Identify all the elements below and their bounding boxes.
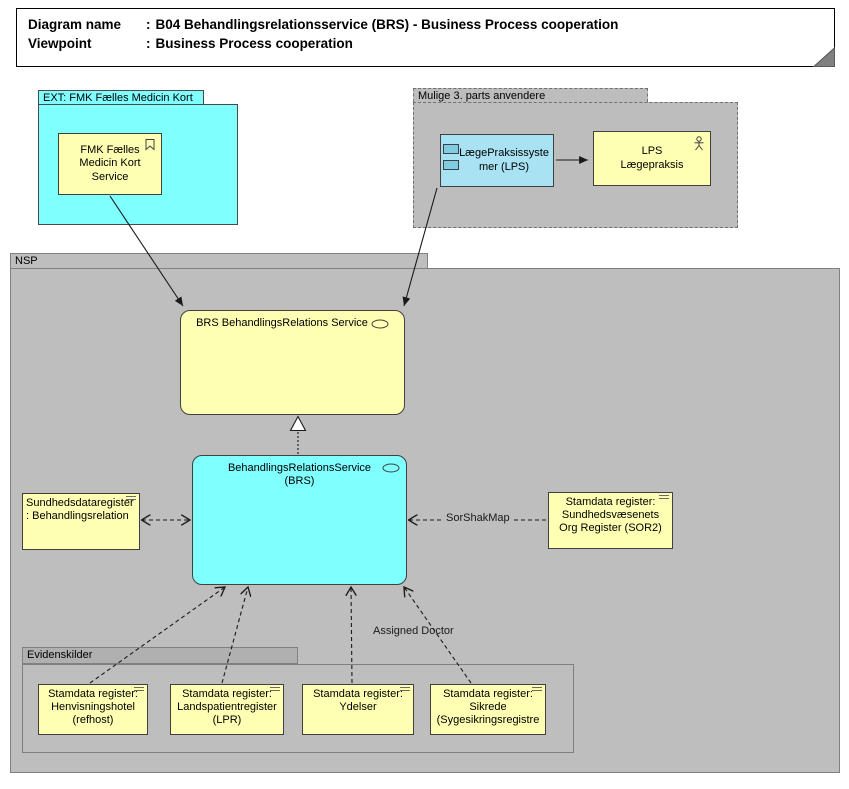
object-icon (400, 687, 410, 693)
register-henvisningshotel[interactable]: Stamdata register: Henvisningshotel (ref… (38, 684, 148, 735)
register-sor2[interactable]: Stamdata register: Sundhedsvæsenets Org … (548, 492, 673, 549)
register-landspatientregister[interactable]: Stamdata register: Landspatientregister … (170, 684, 284, 735)
object-icon (659, 495, 669, 501)
group-evidenskilder-tab[interactable]: Evidenskilder (22, 647, 298, 664)
register-sundhedsdataregister-label: Sundhedsdataregister: Behandlingsrelatio… (26, 497, 134, 522)
register-ydelser-label: Stamdata register: Ydelser (313, 688, 403, 713)
title-row-diagram-name: Diagram name:B04 Behandlingsrelationsser… (28, 17, 619, 32)
group-third-party-label: Mulige 3. parts anvendere (418, 90, 546, 102)
node-fmk-service-label: FMK Fælles Medicin Kort Service (79, 144, 141, 183)
group-third-party-tab[interactable]: Mulige 3. parts anvendere (413, 88, 648, 102)
title-shape-outline (16, 8, 835, 67)
actor-icon (694, 136, 704, 151)
register-ydelser[interactable]: Stamdata register: Ydelser (302, 684, 414, 735)
title-text: Diagram name:B04 Behandlingsrelationsser… (28, 17, 618, 55)
group-nsp-tab[interactable]: NSP (10, 253, 428, 268)
register-sor2-label: Stamdata register: Sundhedsvæsenets Org … (559, 496, 662, 534)
viewpoint-label: Viewpoint (28, 36, 92, 51)
register-sikrede[interactable]: Stamdata register: Sikrede (Sygesikrings… (430, 684, 546, 735)
node-lps-system-label: LægePraksissystemer (LPS) (459, 147, 549, 173)
object-icon (532, 687, 542, 693)
object-icon (126, 496, 136, 502)
service-oval-icon (382, 463, 400, 473)
group-nsp-label: NSP (15, 255, 38, 267)
node-lps-laegepraksis[interactable]: LPS Lægepraksis (593, 131, 711, 186)
node-lps-system[interactable]: LægePraksissystemer (LPS) (440, 134, 554, 187)
flag-icon (145, 139, 155, 151)
node-fmk-service[interactable]: FMK Fælles Medicin Kort Service (58, 133, 162, 195)
title-label: Diagram name (28, 17, 122, 32)
title-row-viewpoint: Viewpoint:Business Process cooperation (28, 36, 353, 51)
register-landspatientregister-label: Stamdata register: Landspatientregister … (177, 688, 277, 726)
title-value: B04 Behandlingsrelationsservice (BRS) - … (155, 17, 619, 32)
service-oval-icon (371, 319, 389, 329)
connector-label-sorshakmap: SorShakMap (443, 512, 513, 524)
node-lps-laegepraksis-label: LPS Lægepraksis (620, 145, 684, 171)
register-sikrede-label: Stamdata register: Sikrede (Sygesikrings… (436, 688, 540, 726)
group-evidenskilder-label: Evidenskilder (27, 649, 93, 661)
connector-label-assigned-doctor: Assigned Doctor (373, 625, 454, 637)
node-brs-application-service[interactable]: BehandlingsRelationsService (BRS) (192, 455, 407, 585)
register-sundhedsdataregister[interactable]: Sundhedsdataregister: Behandlingsrelatio… (22, 493, 140, 550)
object-icon (270, 687, 280, 693)
register-henvisningshotel-label: Stamdata register: Henvisningshotel (ref… (48, 688, 138, 726)
object-icon (134, 687, 144, 693)
group-ext-fmk-tab[interactable]: EXT: FMK Fælles Medicin Kort (38, 90, 204, 104)
node-brs-business-service[interactable]: BRS BehandlingsRelations Service (180, 310, 405, 415)
node-brs-application-service-label: BehandlingsRelationsService (BRS) (227, 462, 372, 488)
group-ext-fmk-label: EXT: FMK Fælles Medicin Kort (43, 92, 193, 104)
title-box[interactable]: Diagram name:B04 Behandlingsrelationsser… (16, 8, 836, 68)
folded-corner-icon (812, 46, 835, 67)
node-brs-business-service-label: BRS BehandlingsRelations Service (196, 317, 368, 329)
viewpoint-value: Business Process cooperation (155, 36, 353, 51)
